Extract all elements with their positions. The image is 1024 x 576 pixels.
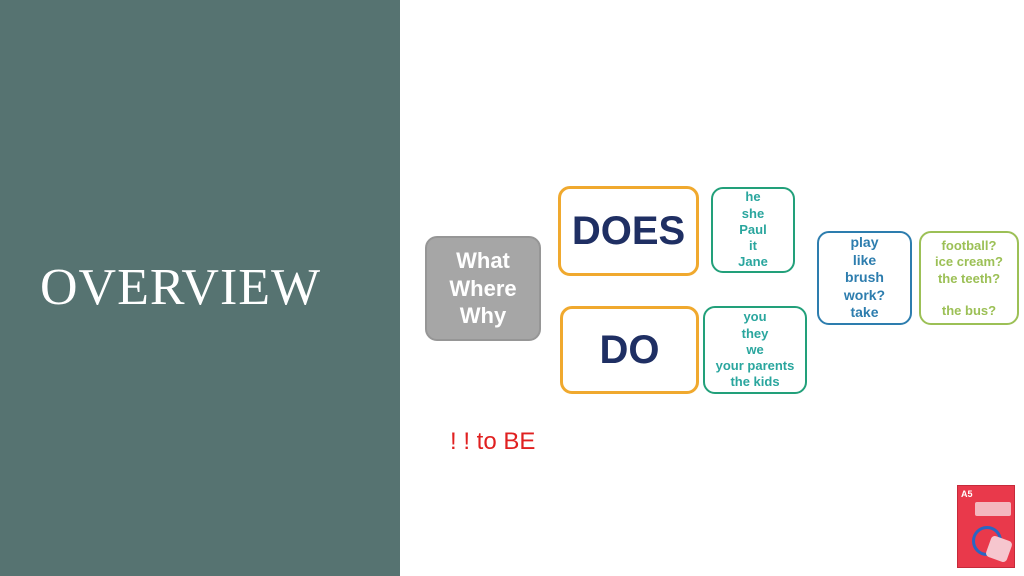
verb-item: brush — [845, 269, 884, 286]
object-item: the teeth? — [937, 270, 1001, 286]
subject-item: you — [743, 309, 767, 325]
verb-item: play — [850, 234, 879, 251]
question-word: What — [456, 248, 510, 274]
verb-item: work? — [843, 286, 886, 303]
subject-item: the kids — [730, 374, 780, 390]
subjects-does-box: he she Paul it Jane — [711, 187, 795, 273]
question-words-box: What Where Why — [425, 236, 541, 341]
aux-does-box: DOES — [558, 186, 699, 276]
slide-title: OVERVIEW — [40, 259, 322, 316]
aux-do-label: DO — [599, 328, 660, 372]
verbs-box: play like brush work? take — [817, 231, 912, 325]
title-panel: OVERVIEW — [0, 0, 400, 576]
notebook-thumbnail: A5 — [957, 485, 1015, 568]
to-be-note: ! ! to BE — [450, 428, 536, 455]
subject-item: it — [749, 238, 757, 254]
subject-item: she — [741, 205, 765, 221]
subject-item: your parents — [715, 358, 795, 374]
subjects-do-box: you they we your parents the kids — [703, 306, 807, 394]
object-item: ice cream? — [935, 254, 1003, 270]
subject-item: we — [746, 341, 764, 357]
subject-item: Paul — [739, 221, 767, 237]
subject-item: they — [741, 325, 769, 341]
verb-item: like — [852, 251, 877, 268]
aux-does-label: DOES — [571, 209, 686, 253]
object-item: football? — [941, 238, 997, 253]
subject-item: he — [745, 189, 761, 205]
subject-item: Jane — [738, 254, 768, 270]
question-word: Why — [459, 303, 507, 329]
verb-item: take — [850, 304, 879, 321]
objects-box: football? ice cream? the teeth? the bus? — [919, 231, 1019, 325]
aux-do-box: DO — [560, 306, 699, 394]
notebook-label: A5 — [961, 489, 973, 499]
notebook-strip — [975, 502, 1011, 516]
object-item: the bus? — [941, 302, 997, 318]
question-word: Where — [449, 275, 517, 301]
